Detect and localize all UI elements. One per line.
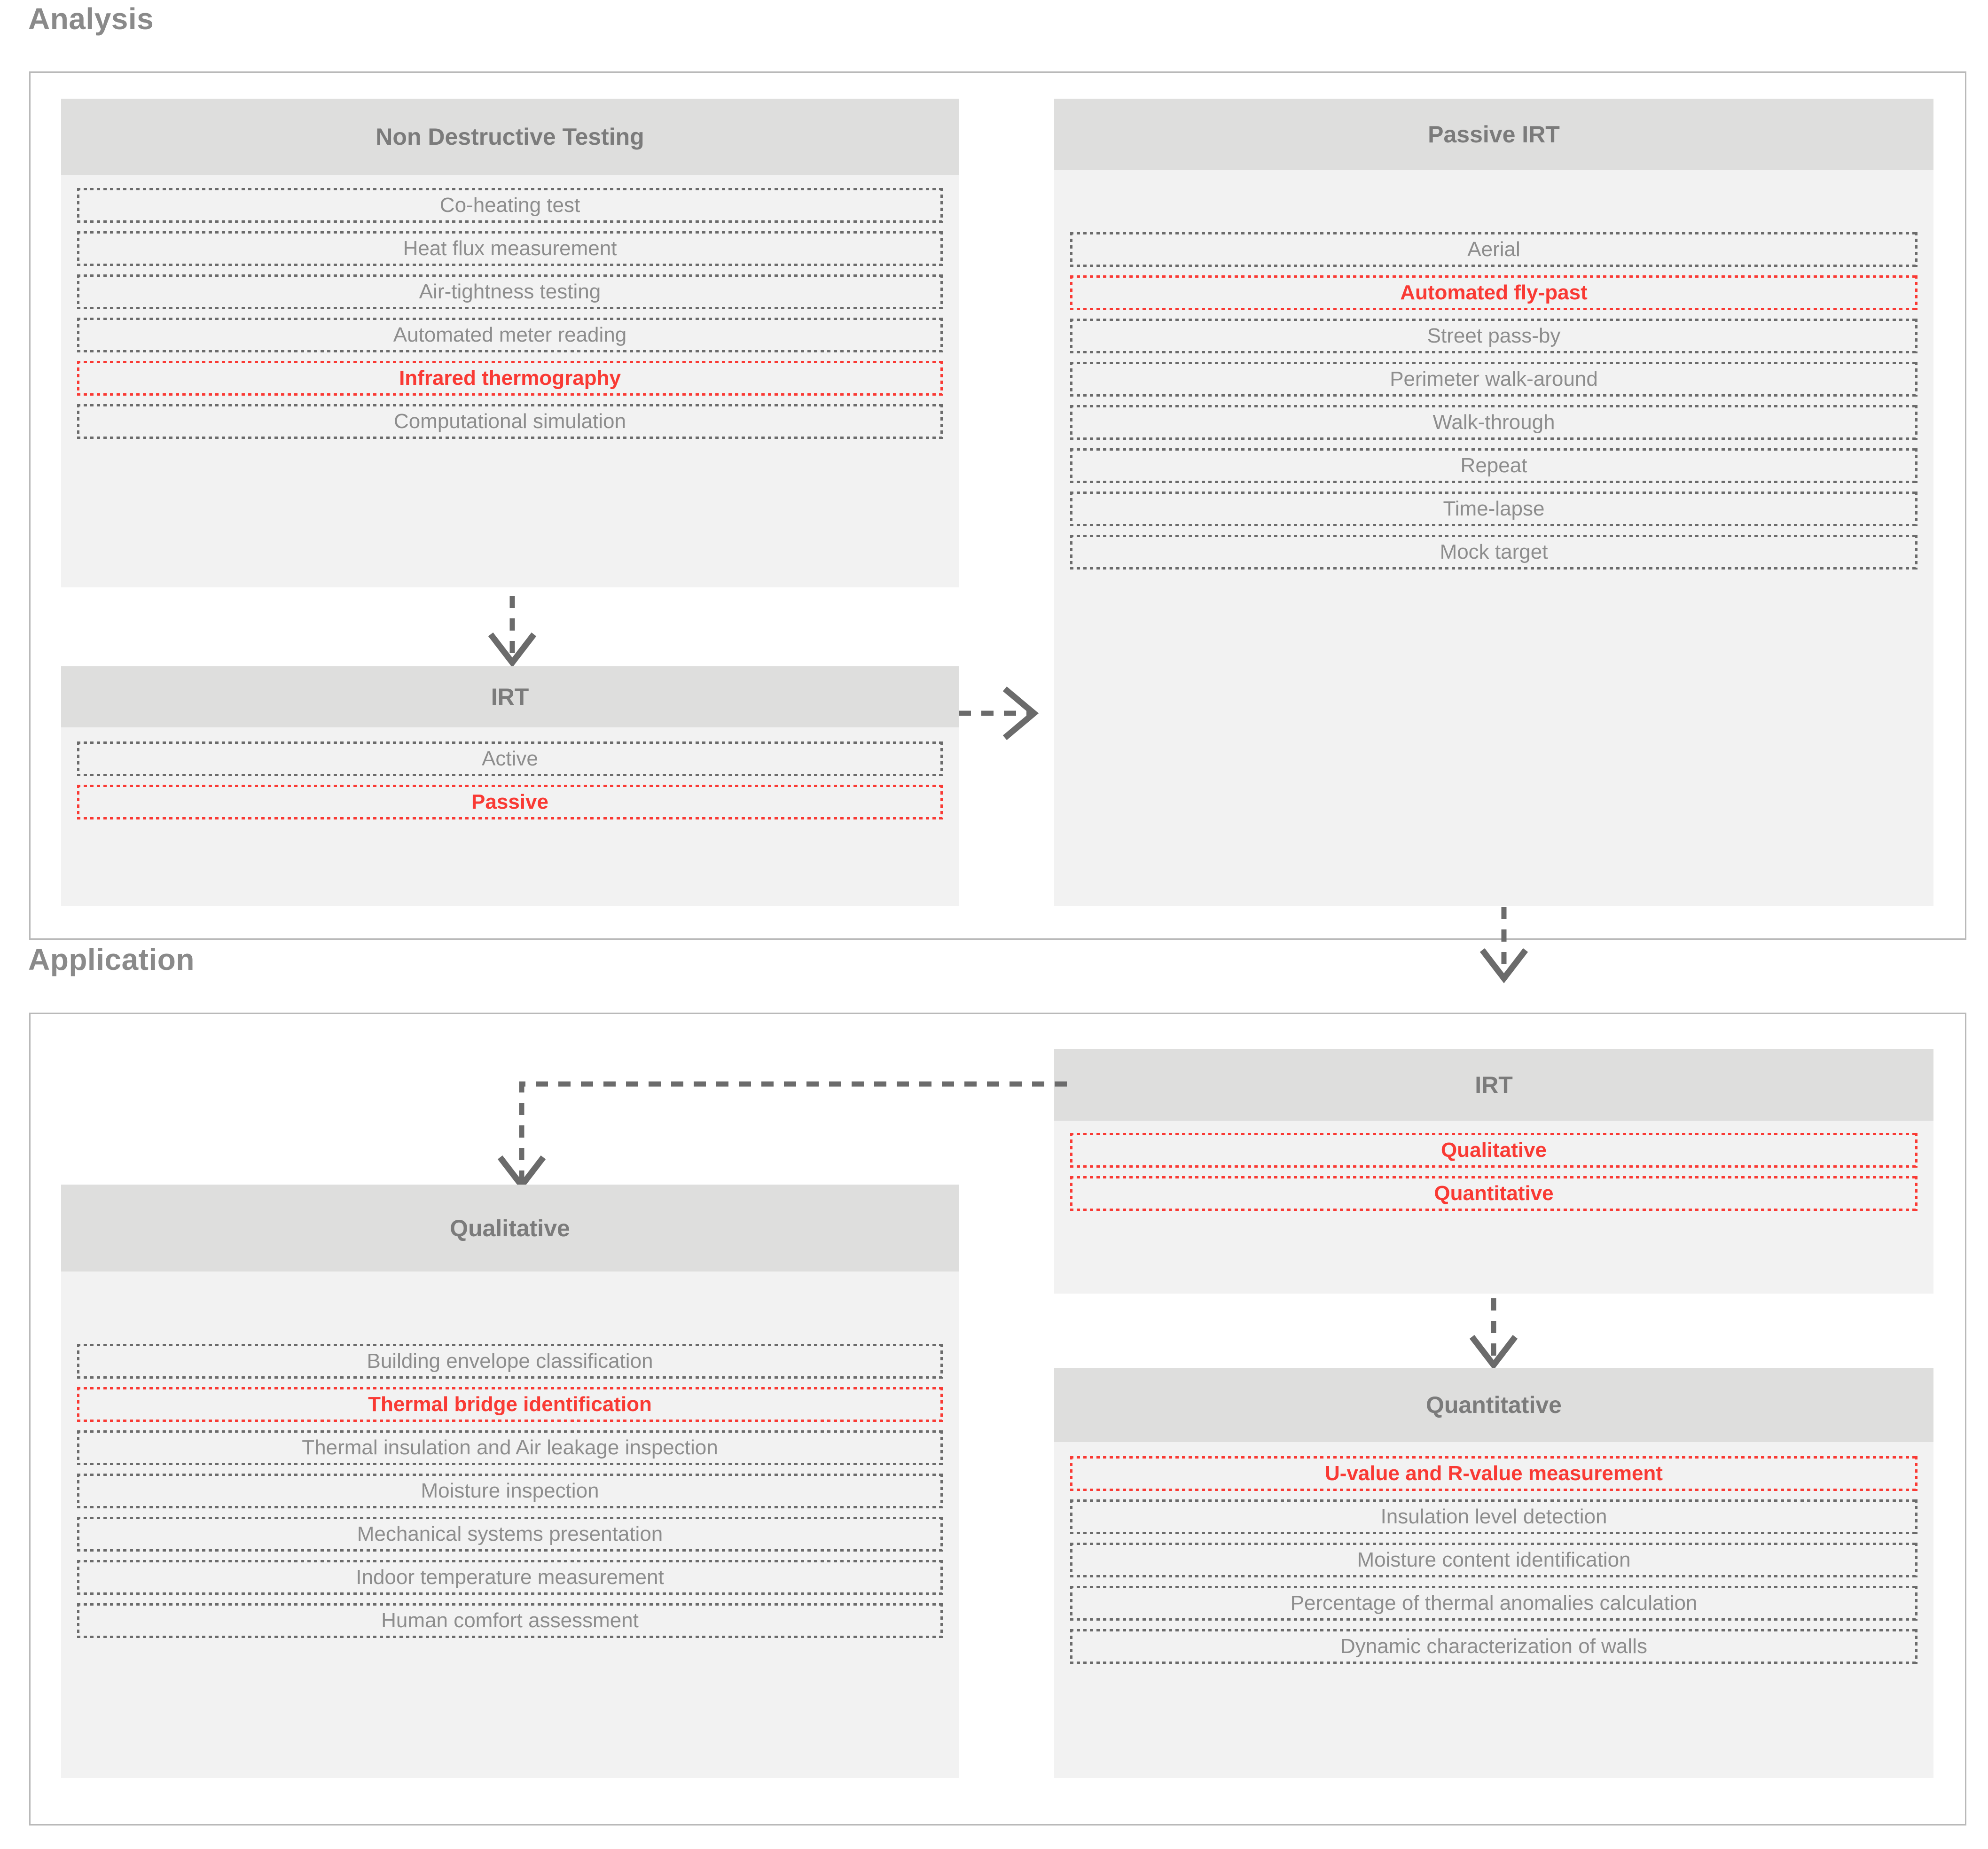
item-infrared-thermography[interactable]: Infrared thermography: [77, 361, 943, 396]
item-building-envelope-classification[interactable]: Building envelope classification: [77, 1344, 943, 1379]
group-header-analysis-irt: IRT: [61, 666, 959, 727]
item-mechanical-systems-presentation[interactable]: Mechanical systems presentation: [77, 1517, 943, 1552]
arrow-passive-irt-to-application: [1476, 907, 1532, 983]
item-mock-target[interactable]: Mock target: [1070, 535, 1918, 570]
section-title-analysis: Analysis: [28, 2, 154, 36]
group-non-destructive-testing: Non Destructive Testing Co-heating test …: [61, 99, 959, 587]
item-app-irt-qualitative[interactable]: Qualitative: [1070, 1133, 1918, 1168]
item-aerial[interactable]: Aerial: [1070, 232, 1918, 267]
item-passive[interactable]: Passive: [77, 785, 943, 819]
group-header-qualitative: Qualitative: [61, 1185, 959, 1272]
arrow-application-irt-to-quantitative: [1465, 1298, 1522, 1370]
section-title-application: Application: [28, 943, 195, 976]
item-automated-meter-reading[interactable]: Automated meter reading: [77, 318, 943, 352]
group-body-ndt: Co-heating test Heat flux measurement Ai…: [61, 175, 959, 439]
group-header-application-irt: IRT: [1054, 1049, 1933, 1121]
item-active[interactable]: Active: [77, 741, 943, 776]
item-human-comfort-assessment[interactable]: Human comfort assessment: [77, 1603, 943, 1638]
group-body-application-irt: Qualitative Quantitative: [1054, 1121, 1933, 1211]
group-body-passive-irt: Aerial Automated fly-past Street pass-by…: [1054, 170, 1933, 570]
group-header-ndt: Non Destructive Testing: [61, 99, 959, 175]
item-repeat[interactable]: Repeat: [1070, 448, 1918, 483]
arrow-application-irt-to-qualitative: [489, 1074, 1067, 1201]
item-air-tightness-testing[interactable]: Air-tightness testing: [77, 274, 943, 309]
item-automated-fly-past[interactable]: Automated fly-past: [1070, 275, 1918, 310]
group-header-quantitative: Quantitative: [1054, 1368, 1933, 1442]
item-thermal-bridge-identification[interactable]: Thermal bridge identification: [77, 1387, 943, 1422]
group-body-quantitative: U-value and R-value measurement Insulati…: [1054, 1442, 1933, 1664]
group-passive-irt: Passive IRT Aerial Automated fly-past St…: [1054, 99, 1933, 906]
group-analysis-irt: IRT Active Passive: [61, 666, 959, 906]
item-indoor-temperature-measurement[interactable]: Indoor temperature measurement: [77, 1560, 943, 1595]
item-thermal-insulation-air-leakage-inspection[interactable]: Thermal insulation and Air leakage inspe…: [77, 1430, 943, 1465]
item-computational-simulation[interactable]: Computational simulation: [77, 404, 943, 439]
item-percentage-of-thermal-anomalies-calculation[interactable]: Percentage of thermal anomalies calculat…: [1070, 1586, 1918, 1621]
item-street-pass-by[interactable]: Street pass-by: [1070, 319, 1918, 353]
item-moisture-content-identification[interactable]: Moisture content identification: [1070, 1543, 1918, 1577]
item-moisture-inspection[interactable]: Moisture inspection: [77, 1474, 943, 1508]
arrow-ndt-to-irt: [484, 596, 540, 668]
item-heat-flux-measurement[interactable]: Heat flux measurement: [77, 231, 943, 266]
group-application-irt: IRT Qualitative Quantitative: [1054, 1049, 1933, 1294]
item-insulation-level-detection[interactable]: Insulation level detection: [1070, 1499, 1918, 1534]
item-perimeter-walk-around[interactable]: Perimeter walk-around: [1070, 362, 1918, 397]
item-co-heating-test[interactable]: Co-heating test: [77, 188, 943, 223]
group-quantitative: Quantitative U-value and R-value measure…: [1054, 1368, 1933, 1778]
item-walk-through[interactable]: Walk-through: [1070, 405, 1918, 440]
arrow-irt-to-passive-irt: [959, 666, 1048, 760]
item-u-value-and-r-value-measurement[interactable]: U-value and R-value measurement: [1070, 1456, 1918, 1491]
group-body-qualitative: Building envelope classification Thermal…: [61, 1272, 959, 1638]
group-body-analysis-irt: Active Passive: [61, 727, 959, 819]
group-qualitative: Qualitative Building envelope classifica…: [61, 1185, 959, 1778]
group-header-passive-irt: Passive IRT: [1054, 99, 1933, 170]
item-time-lapse[interactable]: Time-lapse: [1070, 492, 1918, 526]
item-dynamic-characterization-of-walls[interactable]: Dynamic characterization of walls: [1070, 1629, 1918, 1664]
item-app-irt-quantitative[interactable]: Quantitative: [1070, 1176, 1918, 1211]
